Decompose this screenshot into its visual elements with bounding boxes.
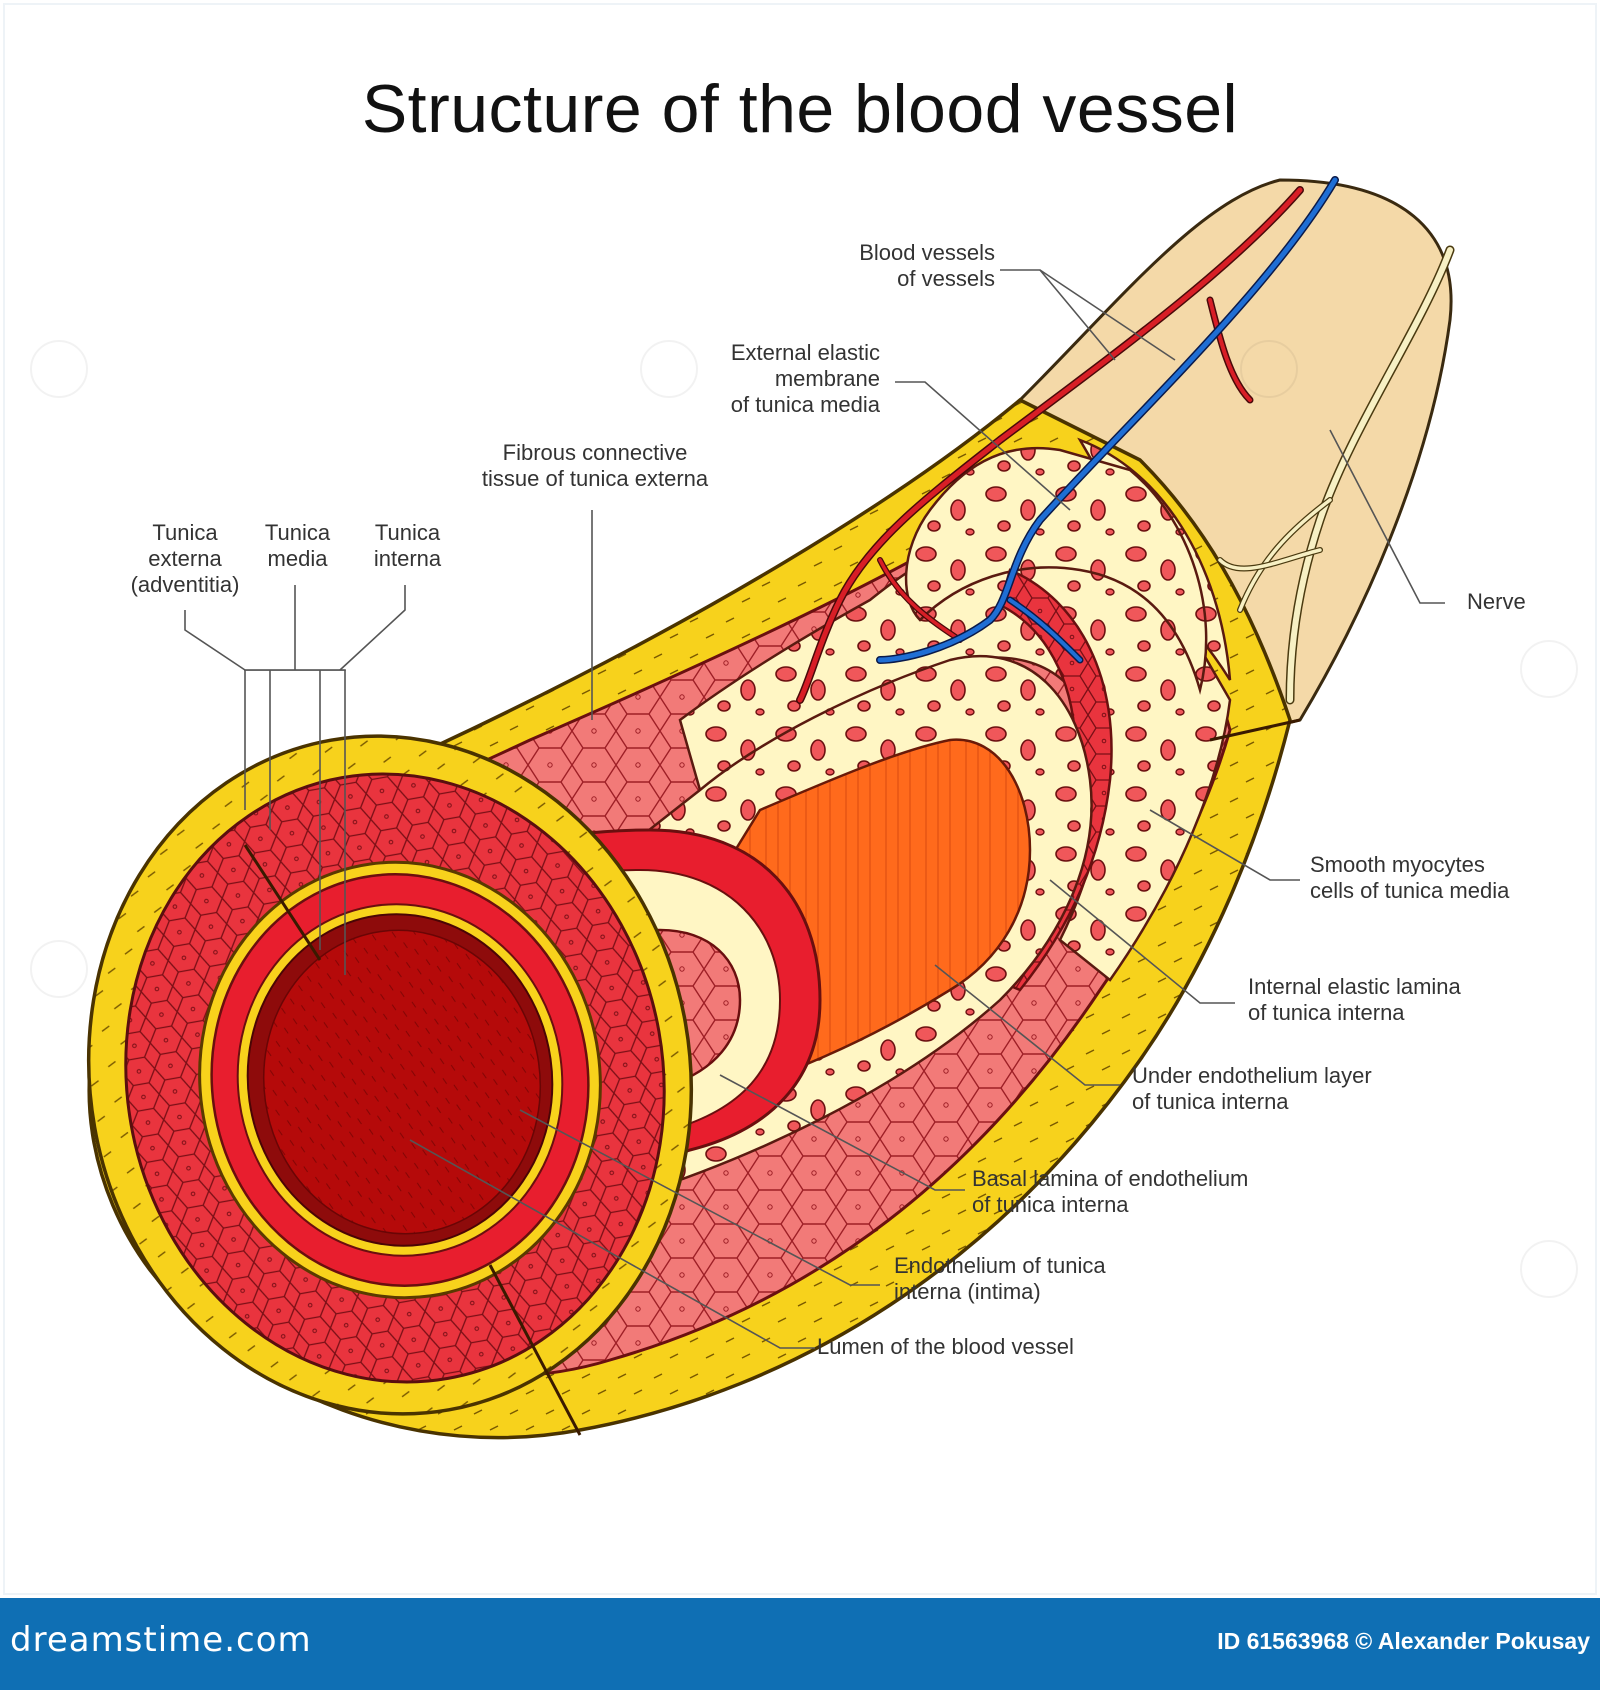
watermark-icon — [640, 340, 698, 398]
label-tunica-interna: Tunica interna — [373, 520, 442, 571]
footer-bar: dreamstime.com ID 61563968 © Alexander P… — [0, 1598, 1600, 1690]
cross-section — [86, 734, 694, 1416]
watermark-icon — [30, 940, 88, 998]
label-smooth-myocytes: Smooth myocytes cells of tunica media — [1310, 852, 1510, 903]
label-lumen: Lumen of the blood vessel — [817, 1334, 1074, 1359]
label-internal-elastic-lamina: Internal elastic lamina of tunica intern… — [1248, 974, 1461, 1025]
image-credit: ID 61563968 © Alexander Pokusay — [1217, 1628, 1590, 1654]
watermark-icon — [30, 340, 88, 398]
vessel-far-end — [1017, 178, 1453, 742]
smooth-myocytes-band — [982, 568, 1113, 992]
section-cut-lines — [243, 718, 1301, 1436]
label-tunica-externa: Tunica externa (adventitia) — [130, 520, 240, 597]
nerve-fibers — [1217, 245, 1455, 705]
label-vasa-vasorum: Blood vessels of vessels — [859, 240, 995, 291]
label-external-elastic-membrane: External elastic membrane of tunica medi… — [730, 340, 880, 417]
label-basal-lamina: Basal lamina of endothelium of tunica in… — [972, 1166, 1249, 1217]
footer-logo[interactable]: dreamstime.com — [10, 1620, 312, 1660]
watermark-icon — [1240, 340, 1298, 398]
watermark-icon — [1520, 640, 1578, 698]
label-tunica-media: Tunica media — [264, 520, 331, 571]
vasa-vasorum — [796, 176, 1339, 704]
label-nerve: Nerve — [1467, 589, 1526, 614]
leader-lines — [184, 269, 1445, 1349]
label-fibrous-connective-tissue: Fibrous connective tissue of tunica exte… — [481, 440, 709, 491]
watermark-icon — [1520, 1240, 1578, 1298]
label-under-endothelium-layer: Under endothelium layer of tunica intern… — [1132, 1063, 1372, 1114]
page-title: Structure of the blood vessel — [361, 71, 1239, 147]
label-endothelium: Endothelium of tunica interna (intima) — [894, 1253, 1106, 1304]
